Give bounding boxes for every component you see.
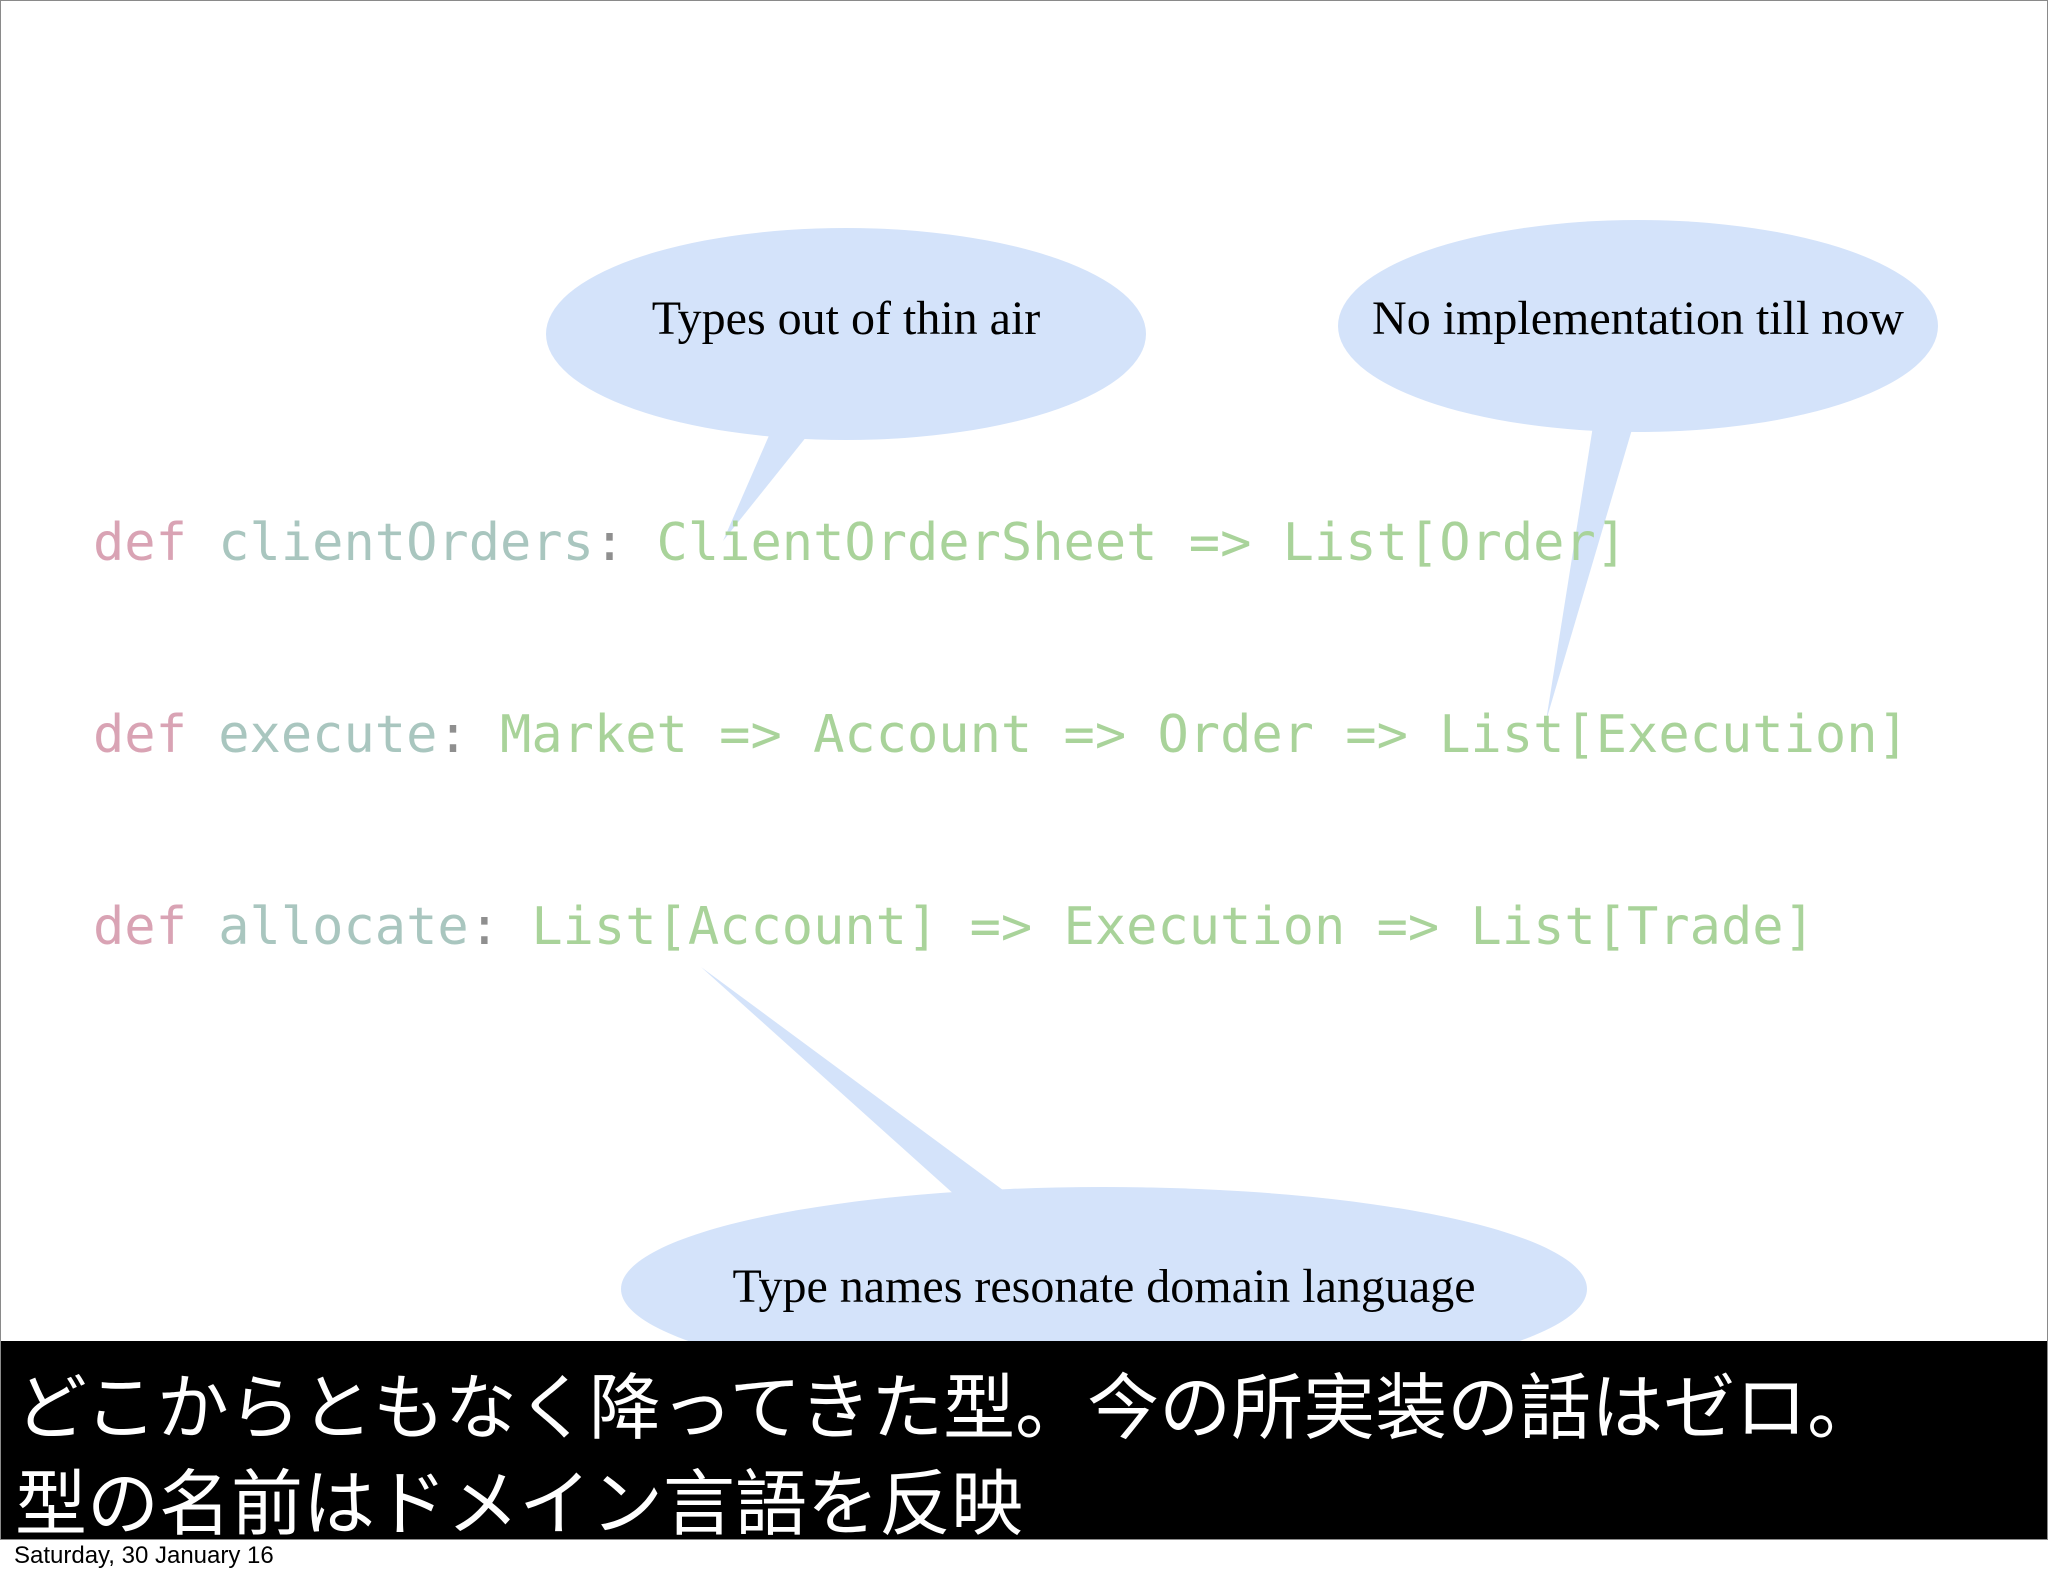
- bubble-tail: [723, 431, 811, 541]
- function-name: execute: [218, 705, 438, 765]
- type-signature: ClientOrderSheet => List[Order]: [656, 513, 1628, 573]
- type-signature: Market => Account => Order => List[Execu…: [500, 705, 1909, 765]
- code-line-client-orders: def clientOrders: ClientOrderSheet => Li…: [93, 513, 1627, 573]
- speech-bubble-no-implementation: [1338, 220, 1938, 721]
- subtitle-line-2: 型の名前はドメイン言語を反映: [15, 1462, 1024, 1540]
- bubble-tail: [701, 967, 1011, 1196]
- keyword-def: def: [93, 513, 187, 573]
- keyword-def: def: [93, 705, 187, 765]
- callout-no-implementation: No implementation till now: [1372, 292, 1904, 345]
- speech-bubble-type-names: [621, 967, 1587, 1391]
- callout-type-names-resonate: Type names resonate domain language: [732, 1260, 1476, 1313]
- code-line-execute: def execute: Market => Account => Order …: [93, 705, 1909, 765]
- bubble-body: [546, 228, 1146, 440]
- function-name: clientOrders: [218, 513, 594, 573]
- colon: :: [593, 513, 626, 573]
- footer-date: Saturday, 30 January 16: [14, 1542, 274, 1569]
- colon: :: [437, 705, 469, 765]
- bubble-body: [1338, 220, 1938, 432]
- function-name: allocate: [218, 897, 469, 957]
- bubble-body: [621, 1187, 1587, 1391]
- code-line-allocate: def allocate: List[Account] => Execution…: [93, 897, 1815, 957]
- type-signature: List[Account] => Execution => List[Trade…: [531, 897, 1815, 957]
- subtitle-bar: どこからともなく降ってきた型。今の所実装の話はゼロ。 型の名前はドメイン言語を反…: [1, 1341, 2047, 1539]
- colon: :: [468, 897, 500, 957]
- speech-bubble-types-out-of-thin-air: [546, 228, 1146, 541]
- callout-types-out-of-thin-air: Types out of thin air: [651, 292, 1041, 345]
- slide: Types out of thin air No implementation …: [0, 0, 2048, 1540]
- bubble-tail: [1546, 426, 1633, 721]
- speech-bubbles-layer: [546, 220, 1938, 1391]
- subtitle-line-1: どこからともなく降ってきた型。今の所実装の話はゼロ。: [15, 1366, 1880, 1450]
- keyword-def: def: [93, 897, 187, 957]
